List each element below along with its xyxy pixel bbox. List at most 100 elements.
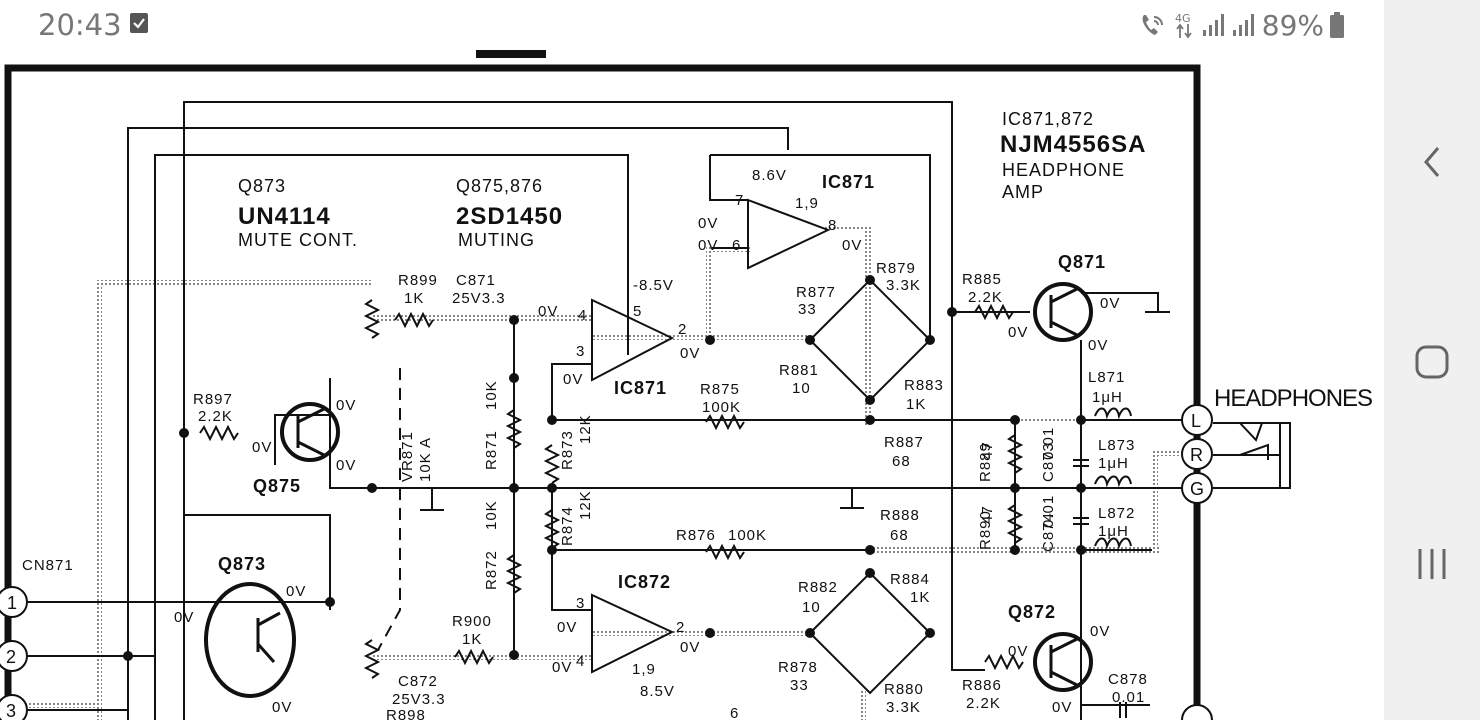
component-label: 33 [790,677,809,694]
q875-876-function-label: MUTING [458,230,535,250]
connector-pin-label: 3 [6,701,17,720]
jack-terminals [0,404,1213,720]
transistors [204,282,1093,698]
status-icons: 4G 89% [1138,8,1344,42]
q873-part-label: UN4114 [238,203,331,230]
component-label: 1K [462,631,482,648]
connector-label: CN871 [22,557,74,574]
component-label: 1K [910,589,930,606]
component-label: R888 [880,507,920,524]
component-label: R889 [977,442,994,482]
component-label: 8.6V [752,167,787,184]
component-label: 3.3K [886,277,921,294]
schematic-diagram: IC871,872 NJM4556SA HEADPHONE AMP Q873 U… [0,50,1373,720]
component-label: 100K [702,399,741,416]
component-label: 25V3.3 [392,691,446,708]
jack-pin-label: G [1190,479,1205,499]
wifi-calling-icon [1142,15,1163,35]
component-label: L871 [1088,369,1125,386]
component-label: 4 [578,307,587,324]
component-label: 0.01 [1112,689,1145,706]
component-label: 8 [828,217,837,234]
component-label: IC871 [614,378,667,398]
signal-icon [1232,14,1254,36]
component-label: 68 [892,453,911,470]
component-label: R871 [483,430,500,470]
component-label: 1K [404,290,424,307]
clock: 20:43 [38,8,122,42]
checkbox-notification-icon [130,13,148,33]
component-label: L872 [1098,505,1135,522]
component-label: Q872 [1008,602,1056,622]
headphones-label: HEADPHONES [1214,385,1372,412]
connector-pin-label: 2 [6,647,17,667]
component-label: 1,9 [632,661,656,678]
board-frame [4,64,1201,720]
home-button[interactable] [1408,338,1456,386]
component-label: VR871 [399,431,416,482]
component-label: R877 [796,284,836,301]
component-label: R899 [398,272,438,289]
component-label: 0V [698,237,718,254]
component-label: Q871 [1058,252,1106,272]
component-label: R883 [904,377,944,394]
component-label: 10K [483,380,500,410]
component-label: 10 [792,380,811,397]
component-label: 0.01 [1040,427,1057,460]
connector-pin-label: 1 [7,593,18,613]
ic-ref-label: IC871,872 [1002,109,1094,129]
component-label: 0V [336,397,356,414]
component-label: C871 [456,272,496,289]
component-label: C873 [1040,442,1057,482]
junction-dots [123,275,1086,661]
component-label: R884 [890,571,930,588]
resistors [199,299,1132,718]
component-label: 0V [1008,643,1028,660]
page-tab [476,50,546,58]
component-label: 0V [557,619,577,636]
ic-function-label: AMP [1002,182,1044,202]
component-label: -8.5V [633,277,674,294]
navigation-bar [1384,0,1480,720]
component-label: 5 [633,303,642,320]
component-label: R897 [193,391,233,408]
component-label: 2.2K [966,695,1001,712]
component-label: 0V [336,457,356,474]
component-label: 7 [735,192,744,209]
component-label: R885 [962,271,1002,288]
component-label: 0V [680,639,700,656]
component-label: 8.5V [640,683,675,700]
component-label: 2 [676,619,685,636]
component-label: R873 [559,430,576,470]
q873-ref-label: Q873 [238,176,286,196]
component-label: 33 [798,301,817,318]
component-label: L873 [1098,437,1135,454]
component-label: 47 [979,505,996,524]
component-label: 0V [842,237,862,254]
component-label: C878 [1108,671,1148,688]
component-label: Q875 [253,476,301,496]
component-label: 0V [538,303,558,320]
component-label: 10K A [417,437,434,482]
component-label: 1μH [1098,523,1129,540]
q873-function-label: MUTE CONT. [238,230,358,250]
back-chevron-icon [1424,147,1440,177]
component-label: R876 [676,527,716,544]
recent-apps-button[interactable] [1408,540,1456,588]
jack-pin-label: L [1191,411,1202,431]
schematic-viewer[interactable]: IC871,872 NJM4556SA HEADPHONE AMP Q873 U… [0,50,1384,720]
4g-data-icon: 4G [1175,12,1192,39]
component-label: 0V [552,659,572,676]
ic-function-label: HEADPHONE [1002,160,1125,180]
component-label: 6 [732,237,741,254]
component-label: 12K [577,490,594,520]
component-label: 0V [1008,324,1028,341]
component-label: 1μH [1098,455,1129,472]
component-label: 3 [576,595,585,612]
component-label: 10K [483,500,500,530]
component-label: 0V [174,609,194,626]
back-button[interactable] [1408,138,1456,186]
component-label: 6 [730,705,739,720]
component-label: 0V [1100,295,1120,312]
component-label: R886 [962,677,1002,694]
